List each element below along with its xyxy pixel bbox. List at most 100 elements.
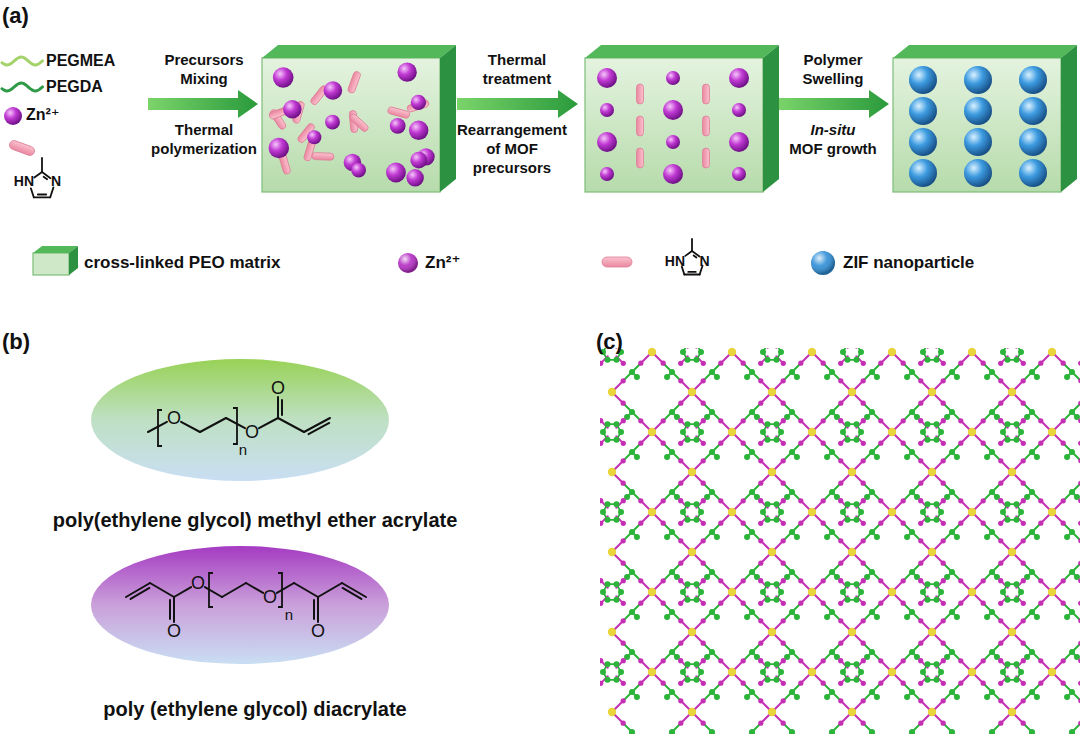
zinc-atom	[928, 388, 936, 396]
repeat-bracket	[278, 573, 282, 607]
carbon-atom	[1014, 421, 1020, 427]
nitrogen-atom	[918, 618, 923, 623]
carbon-atom	[714, 694, 720, 700]
nitrogen-atom	[781, 578, 786, 583]
carbon-atom	[1029, 729, 1035, 734]
carbon-atom	[909, 649, 915, 655]
crystal-bond	[903, 403, 921, 421]
carbon-atom	[1014, 517, 1020, 523]
nitrogen-atom	[901, 681, 906, 686]
carbon-atom	[680, 669, 686, 675]
zinc-atom	[768, 708, 776, 716]
carbon-atom	[765, 437, 771, 443]
carbon-atom	[989, 729, 995, 734]
nitrogen-atom	[878, 498, 883, 503]
nitrogen-atom	[918, 361, 923, 366]
chemical-double-bond	[343, 588, 362, 599]
zinc-ion	[325, 115, 340, 130]
carbon-atom	[765, 421, 771, 427]
crystal-bond	[783, 523, 801, 541]
carbon-atom	[774, 517, 780, 523]
carbon-atom	[760, 429, 766, 435]
carbon-atom	[949, 569, 955, 575]
atom-label: O	[303, 620, 333, 642]
nitrogen-atom	[941, 378, 946, 383]
nitrogen-atom	[678, 498, 683, 503]
ring-bond	[34, 196, 50, 198]
zif-nanoparticle	[1019, 128, 1047, 156]
nitrogen-atom	[838, 618, 843, 623]
nitrogen-atom	[621, 681, 626, 686]
zinc-atom	[968, 668, 976, 676]
carbon-atom	[829, 409, 835, 415]
nitrogen-atom	[741, 521, 746, 526]
atom-label: n	[274, 604, 304, 626]
carbon-atom	[854, 597, 860, 603]
carbon-atom	[634, 534, 640, 540]
carbon-atom	[1014, 597, 1020, 603]
carbon-atom	[904, 694, 910, 700]
crystal-bond	[1063, 363, 1080, 381]
panel-label: (c)	[596, 328, 656, 356]
nitrogen-atom	[878, 521, 883, 526]
nitrogen-atom	[621, 498, 626, 503]
nitrogen-atom	[621, 401, 626, 406]
zinc-atom	[768, 628, 776, 636]
nitrogen-atom	[998, 538, 1003, 543]
carbon-atom	[778, 669, 784, 675]
crystal-bond	[783, 723, 801, 734]
carbon-atom	[904, 614, 910, 620]
carbon-atom	[954, 454, 960, 460]
zinc-ion	[666, 135, 680, 149]
repeat-bracket	[158, 410, 162, 446]
nitrogen-atom	[661, 418, 666, 423]
atom-label: O	[159, 407, 189, 429]
zif-nanoparticle	[964, 128, 992, 156]
ring-bond	[685, 251, 692, 256]
carbon-atom	[854, 677, 860, 683]
nitrogen-atom	[621, 601, 626, 606]
zinc-atom	[728, 668, 736, 676]
carbon-atom	[669, 489, 675, 495]
carbon-atom	[774, 437, 780, 443]
carbon-atom	[694, 357, 700, 363]
carbon-atom	[685, 661, 691, 667]
carbon-atom	[1069, 689, 1075, 695]
nitrogen-atom	[1021, 601, 1026, 606]
carbon-atom	[760, 509, 766, 515]
carbon-atom	[938, 669, 944, 675]
nitrogen-atom	[941, 418, 946, 423]
carbon-atom	[1069, 369, 1075, 375]
linker-rod	[602, 257, 632, 267]
carbon-atom	[605, 501, 611, 507]
carbon-atom	[1034, 374, 1040, 380]
carbon-atom	[1000, 589, 1006, 595]
nitrogen-atom	[1078, 618, 1080, 623]
carbon-atom	[869, 569, 875, 575]
cube-side-face	[440, 45, 456, 192]
nitrogen-atom	[1078, 441, 1080, 446]
nitrogen-atom	[758, 641, 763, 646]
carbon-atom	[789, 369, 795, 375]
nitrogen-atom	[621, 618, 626, 623]
carbon-atom	[869, 449, 875, 455]
carbon-atom	[824, 534, 830, 540]
carbon-atom	[765, 501, 771, 507]
nitrogen-atom	[878, 441, 883, 446]
nitrogen-atom	[798, 658, 803, 663]
zinc-atom	[928, 548, 936, 556]
carbon-atom	[698, 589, 704, 595]
linker-rod	[637, 116, 644, 136]
nitrogen-atom	[981, 498, 986, 503]
crystal-bond	[1063, 683, 1080, 701]
zinc-atom	[1008, 388, 1016, 396]
zinc-atom	[928, 468, 936, 476]
crystal-bond	[623, 523, 641, 541]
carbon-atom	[685, 581, 691, 587]
carbon-atom	[709, 449, 715, 455]
carbon-atom	[909, 689, 915, 695]
zinc-atom	[728, 348, 736, 356]
nitrogen-atom	[718, 418, 723, 423]
nitrogen-atom	[901, 601, 906, 606]
crystal-bond	[663, 723, 681, 734]
